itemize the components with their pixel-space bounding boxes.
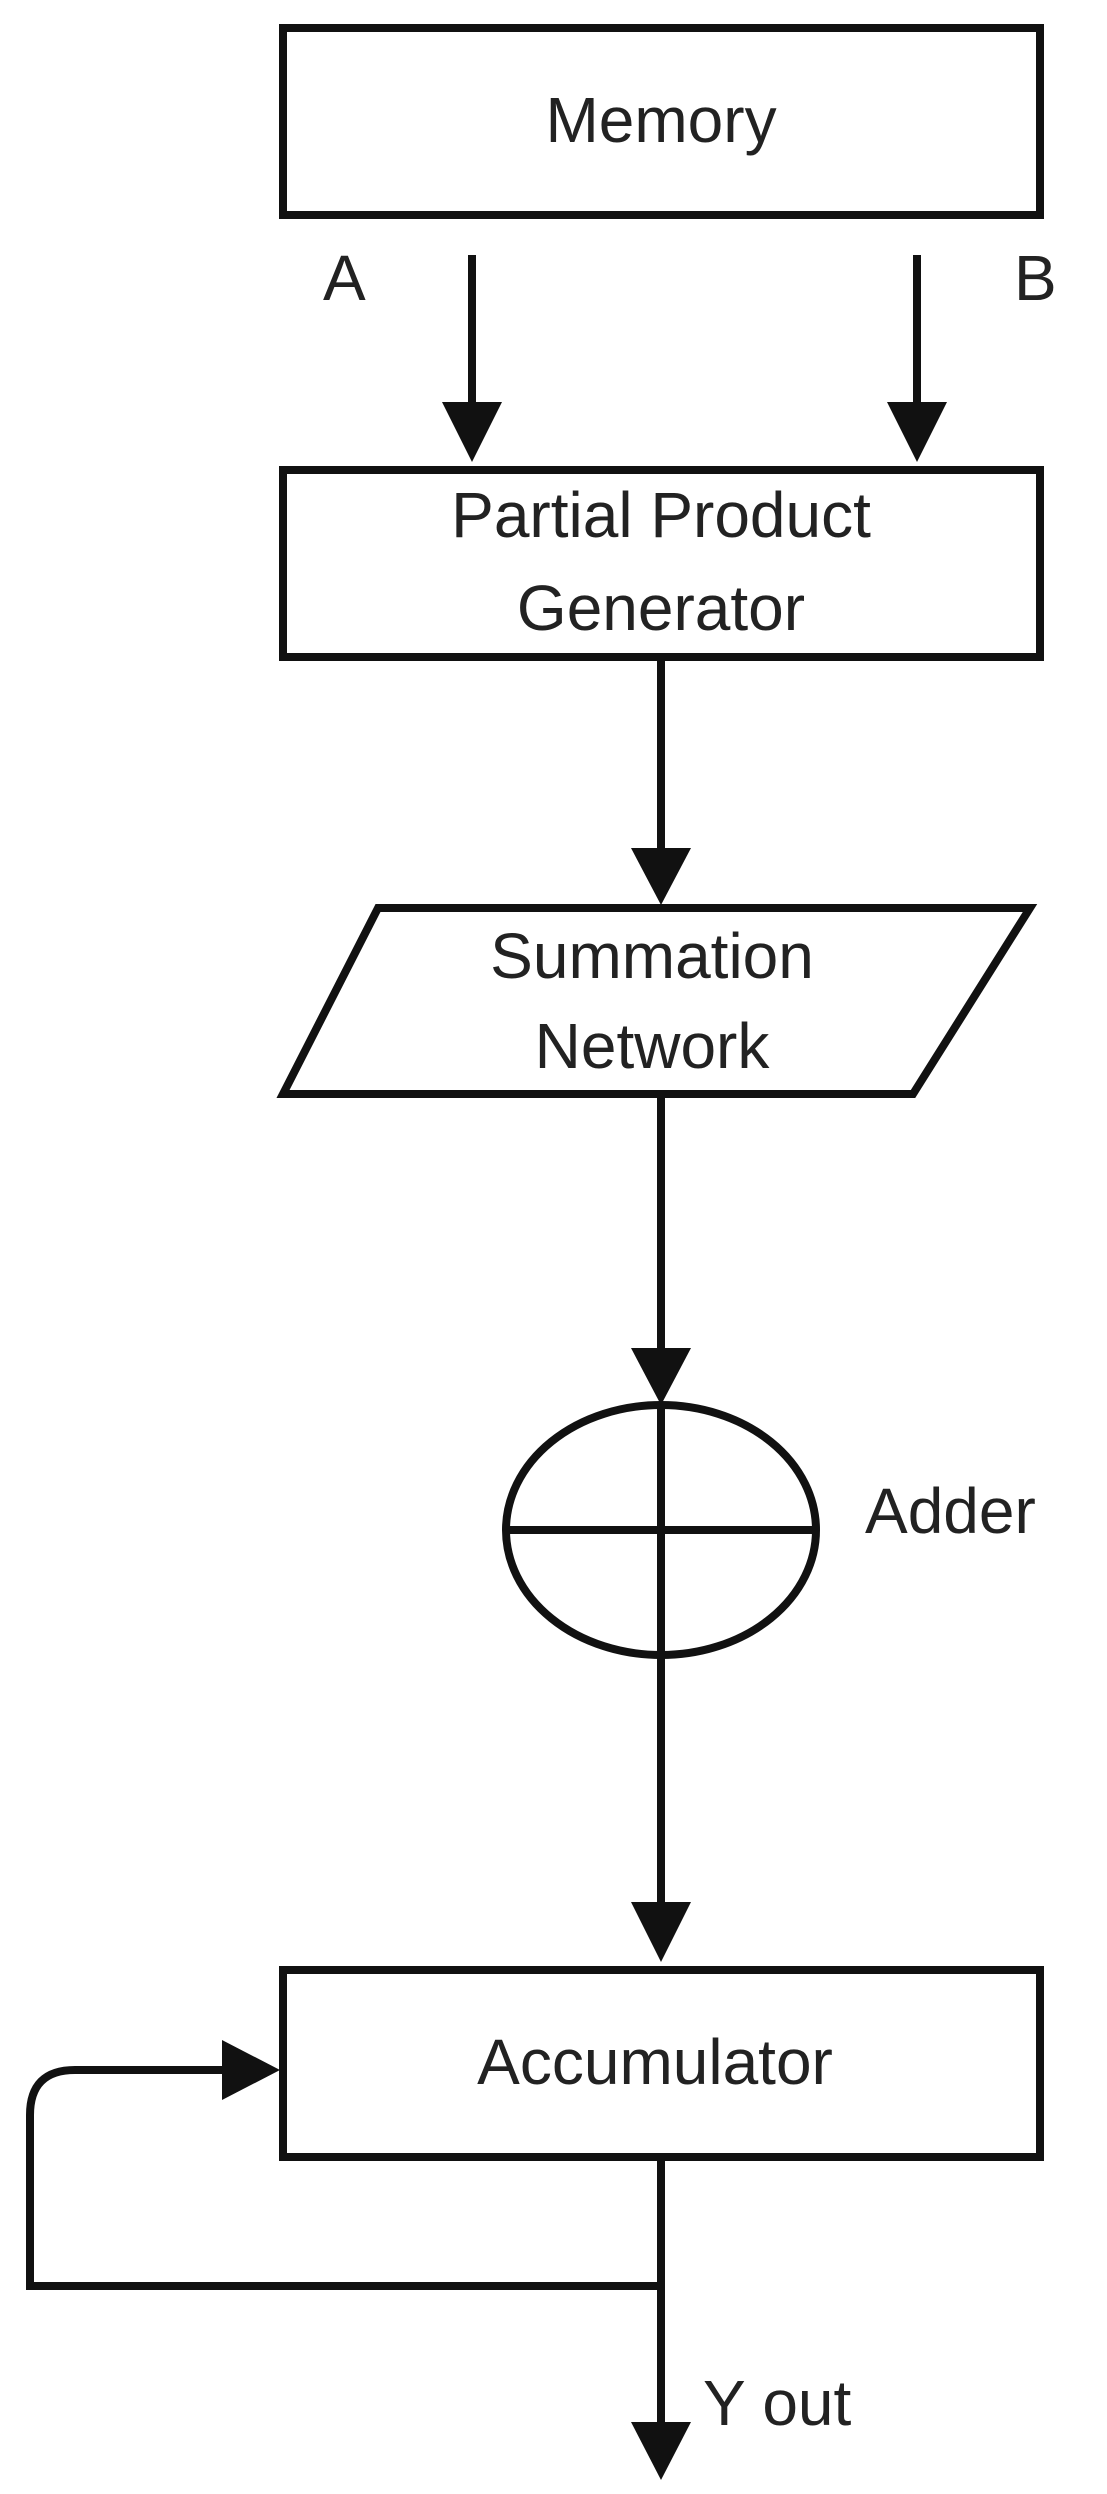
input-b-label: B <box>1014 242 1057 314</box>
arrow-summation-to-adder <box>631 1094 691 1405</box>
arrow-ppg-to-summation <box>631 657 691 905</box>
accumulator-node: Accumulator <box>279 1966 1044 2161</box>
memory-node: Memory <box>279 24 1044 219</box>
adder-node <box>502 1401 820 1659</box>
partial-product-generator-box <box>279 466 1044 661</box>
summation-network-label-line1: Summation <box>490 920 814 992</box>
adder-label: Adder <box>865 1475 1036 1547</box>
arrow-output <box>631 2286 691 2480</box>
partial-product-generator-label-line2: Generator <box>517 572 805 644</box>
output-label: Y out <box>703 2367 852 2439</box>
summation-network-node: Summation Network <box>276 904 1038 1098</box>
summation-network-label-line2: Network <box>535 1010 771 1082</box>
arrow-adder-to-accumulator <box>631 1655 691 1962</box>
memory-box <box>279 24 1044 219</box>
memory-label: Memory <box>545 84 776 156</box>
arrow-a <box>442 255 502 462</box>
accumulator-label: Accumulator <box>477 2026 833 2098</box>
input-a-label: A <box>323 242 366 314</box>
partial-product-generator-node: Partial Product Generator <box>279 466 1044 661</box>
summation-network-shape <box>276 904 1038 1098</box>
partial-product-generator-label-line1: Partial Product <box>451 479 871 551</box>
arrow-b <box>887 255 947 462</box>
accumulator-box <box>279 1966 1044 2161</box>
feedback-loop <box>26 2040 665 2290</box>
